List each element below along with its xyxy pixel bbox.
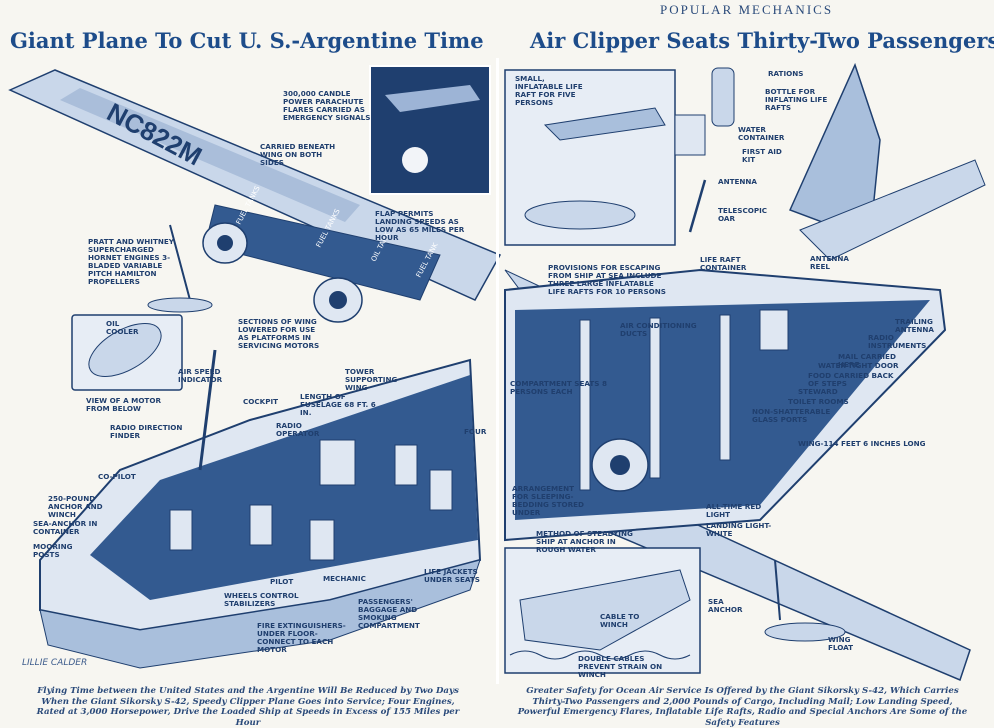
callout-oil-cooler: OIL COOLER xyxy=(106,319,139,336)
compartment-bulkhead-2 xyxy=(649,317,661,479)
callout-steward: STEWARD xyxy=(798,387,838,396)
callout-radio-instruments: RADIO INSTRUMENTS xyxy=(868,333,927,350)
inset-raft xyxy=(524,200,636,230)
artist-signature: LILLIE CALDER xyxy=(22,658,88,668)
callout-mooring-posts: MOORING POSTS xyxy=(33,542,73,559)
callout-wing-float: WING FLOAT xyxy=(828,635,854,652)
compartment-bulkhead-3 xyxy=(719,314,731,461)
callout-radio-operator: RADIO OPERATOR xyxy=(276,421,320,438)
right-float-strut xyxy=(774,559,781,621)
callout-mechanic: MECHANIC xyxy=(323,574,366,583)
callout-first-aid: FIRST AID KIT xyxy=(742,147,782,164)
anchoring-waves xyxy=(509,650,691,660)
mechanic-seat xyxy=(309,519,335,561)
callout-air-speed-indicator: AIR SPEED INDICATOR xyxy=(178,367,223,384)
flare-burst xyxy=(402,147,428,173)
callout-life-raft-container: LIFE RAFT CONTAINER xyxy=(700,255,747,272)
radio-direction-finder-mast xyxy=(198,349,217,471)
callout-mail: MAIL CARRIED HERE xyxy=(838,352,896,369)
left-wing-highlight xyxy=(60,88,360,222)
callout-anchor-winch: 250-POUND ANCHOR AND WINCH xyxy=(48,494,103,519)
callout-baggage: PASSENGERS' BAGGAGE AND SMOKING COMPARTM… xyxy=(358,597,420,630)
callout-food: FOOD CARRIED BACK OF STEPS xyxy=(808,371,894,388)
callout-flap: FLAP PERMITS LANDING SPEEDS AS LOW AS 65… xyxy=(375,209,465,242)
callout-telescopic-oar: TELESCOPIC OAR xyxy=(718,206,768,223)
pilot-seat xyxy=(249,504,273,546)
motor-inset-engine xyxy=(88,323,162,377)
flare-inset-plane xyxy=(385,85,480,112)
left-caption: Flying Time between the United States an… xyxy=(36,686,460,728)
left-float-strut xyxy=(169,224,191,301)
callout-wing-length: WING-114 FEET 6 INCHES LONG xyxy=(798,439,926,448)
callout-sea-anchor-right: SEA ANCHOR xyxy=(708,597,743,614)
callout-escape-provisions: PROVISIONS FOR ESCAPING FROM SHIP AT SEA… xyxy=(548,263,666,296)
callout-wing-platforms: SECTIONS OF WING LOWERED FOR USE AS PLAT… xyxy=(238,317,320,350)
engine-nacelle-2 xyxy=(313,277,363,323)
callout-parachute-flares: 300,000 CANDLE POWER PARACHUTE FLARES CA… xyxy=(283,89,371,122)
callout-rations: RATIONS xyxy=(768,69,804,78)
callout-four: FOUR xyxy=(464,427,487,436)
right-page-title: Air Clipper Seats Thirty-Two Passengers xyxy=(530,28,994,53)
callout-cable-to-winch: CABLE TO WINCH xyxy=(600,612,640,629)
callout-pilot: PILOT xyxy=(270,577,294,586)
passenger-seat-2 xyxy=(429,469,453,511)
callout-glass-ports: NON-SHATTERABLE GLASS PORTS xyxy=(752,407,831,424)
callout-small-raft: SMALL, INFLATABLE LIFE RAFT FOR FIVE PER… xyxy=(515,74,583,107)
engine-nacelle-1 xyxy=(202,222,248,264)
callout-antenna-kit: ANTENNA xyxy=(718,177,757,186)
right-caption: Greater Safety for Ocean Air Service Is … xyxy=(517,686,968,728)
callout-fuselage-length: LENGTH OF FUSELAGE 68 FT. 6 IN. xyxy=(300,392,376,417)
callout-sea-anchor: SEA-ANCHOR IN CONTAINER xyxy=(33,519,98,536)
callout-co-pilot: CO-PILOT xyxy=(98,472,136,481)
passenger-seat-1 xyxy=(394,444,418,486)
callout-toilet-rooms: TOILET ROOMS xyxy=(788,397,849,406)
callout-fire-extinguishers: FIRE EXTINGUISHERS- UNDER FLOOR- CONNECT… xyxy=(257,621,346,654)
callout-antenna-reel: ANTENNA REEL xyxy=(810,254,849,271)
callout-cockpit: COCKPIT xyxy=(243,397,279,406)
callout-double-cables: DOUBLE CABLES PREVENT STRAIN ON WINCH xyxy=(578,654,663,679)
callout-radio-direction-finder: RADIO DIRECTION FINDER xyxy=(110,423,183,440)
flare-inset xyxy=(369,65,491,195)
callout-watertight-door: WATER-TIGHT DOOR xyxy=(818,361,899,370)
page-gutter xyxy=(496,58,499,684)
callout-air-conditioning: AIR CONDITIONING DUCTS xyxy=(620,321,697,338)
masthead: POPULAR MECHANICS xyxy=(660,2,834,17)
water-container xyxy=(674,114,706,156)
inset-flying-boat xyxy=(543,107,666,141)
callout-sleeping-arrangement: ARRANGEMENT FOR SLEEPING- BEDDING STORED… xyxy=(512,484,585,517)
callout-compartment-seats: COMPARTMENT SEATS 8 PERSONS EACH xyxy=(510,379,607,396)
callout-engines: PRATT AND WHITNEY SUPERCHARGED HORNET EN… xyxy=(88,237,174,286)
callout-life-jackets: LIFE JACKETS UNDER SEATS xyxy=(424,567,480,584)
callout-tower: TOWER SUPPORTING WING xyxy=(345,367,398,392)
left-hull-lower xyxy=(39,559,481,669)
callout-red-light: ALL-TIME RED LIGHT xyxy=(706,502,762,519)
cockpit-seat xyxy=(169,509,193,551)
left-wing-float xyxy=(147,297,213,313)
tail-stabilizer xyxy=(799,159,986,261)
anchoring-hull xyxy=(519,569,691,651)
compartment-bulkhead-1 xyxy=(579,319,591,491)
callout-water-container: WATER CONTAINER xyxy=(738,125,785,142)
telescopic-oar xyxy=(688,179,707,233)
callout-carried-beneath-wing: CARRIED BENEATH WING ON BOTH SIDES xyxy=(260,142,336,167)
callout-trailing-antenna: TRAILING ANTENNA xyxy=(895,317,934,334)
callout-landing-light: LANDING LIGHT-WHITE xyxy=(706,521,772,538)
callout-bottle: BOTTLE FOR INFLATING LIFE RAFTS xyxy=(765,87,828,112)
right-engine xyxy=(591,438,649,492)
left-page-title: Giant Plane To Cut U. S.-Argentine Time xyxy=(10,28,484,53)
radio-desk xyxy=(319,439,356,486)
callout-motor-view: VIEW OF A MOTOR FROM BELOW xyxy=(86,396,161,413)
callout-steadying-method: METHOD OF STEADYING SHIP AT ANCHOR IN RO… xyxy=(536,529,633,554)
steps xyxy=(759,309,789,351)
right-wing-float xyxy=(764,622,846,642)
rations-bottle xyxy=(711,67,735,127)
callout-wheels-control: WHEELS CONTROL STABILIZERS xyxy=(224,591,299,608)
